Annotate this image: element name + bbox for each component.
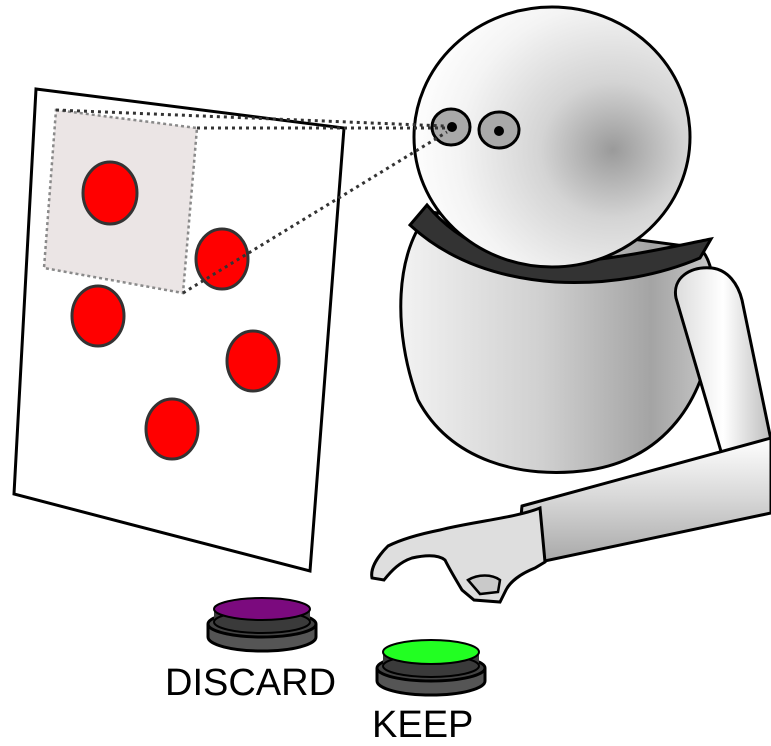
red-dot [227,331,279,391]
keep-button[interactable] [377,640,485,695]
keep-label: KEEP [372,706,473,744]
hand [372,508,545,602]
red-dot [72,286,124,346]
left-pupil [447,122,457,132]
right-pupil [494,126,504,136]
red-dot [83,162,137,224]
keep-button-top [383,640,479,664]
card [14,89,344,571]
discard-button[interactable] [208,598,316,651]
red-dot [196,229,248,289]
discard-button-top [214,598,310,620]
discard-label: DISCARD [165,664,336,702]
red-dot [146,399,198,459]
robot-head [414,7,690,267]
